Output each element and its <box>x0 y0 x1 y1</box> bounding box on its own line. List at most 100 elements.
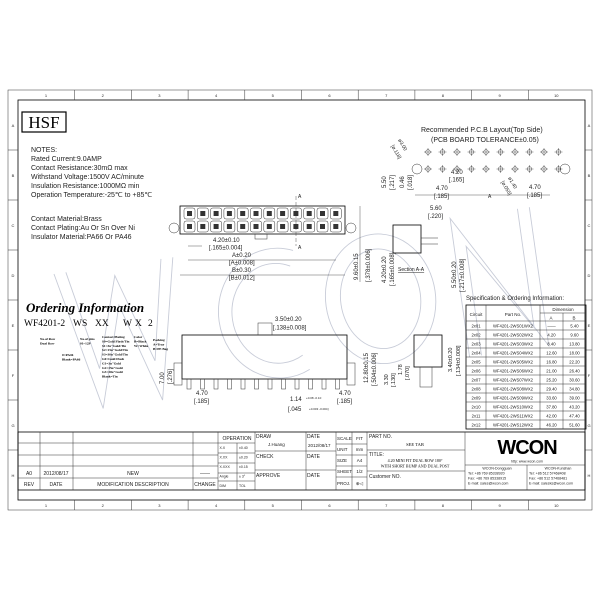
cavity <box>250 220 262 233</box>
terminal <box>240 211 246 216</box>
cavity <box>183 220 196 233</box>
tolerance-value: TOL <box>239 484 246 488</box>
title-line: 4.20 MINI FIT DUAL ROW 180° <box>388 458 443 463</box>
cavity <box>210 207 222 220</box>
code-base: WF4201-2 <box>24 319 65 329</box>
zone-row-label: A <box>12 123 15 128</box>
terminal <box>306 224 312 229</box>
cavity <box>250 207 262 220</box>
office-fax: Fax: +86 769 85338915 <box>468 477 506 481</box>
terminal <box>266 211 272 216</box>
ordering-legend-text: No.of pins <box>80 337 95 341</box>
pcb-dim-offset-in: [.018] <box>408 175 414 190</box>
office-fax: Fax: +86 512 57468481 <box>529 477 567 481</box>
ordering-legend-text: 0=PA46 <box>62 353 74 357</box>
zone-column-label: 2 <box>102 93 105 98</box>
table-cell: WF4201-2WS03WX2 <box>493 341 534 346</box>
header-a: A <box>549 316 552 321</box>
zone-column-label: 10 <box>554 503 559 508</box>
rev-date: 2012/08/17 <box>43 471 68 477</box>
pcb-dim-hole-small: ø1.40 <box>506 176 518 190</box>
zone-column-label: 7 <box>385 503 388 508</box>
sheet-label: SHEET <box>337 469 352 474</box>
rev-value: A0 <box>26 471 32 477</box>
table-cell: 2x07 <box>471 377 481 382</box>
ordering-legend-text: Color <box>134 335 143 339</box>
scale-value: FIT <box>356 436 363 441</box>
ordering-legend-text: S1=3u"Gold/Tin <box>102 344 126 348</box>
note-line: Insulation Resistance:1000MΩ min <box>31 183 139 190</box>
ordering-legend-text: B=PE Bag <box>153 347 168 351</box>
zone-row-label: D <box>588 273 591 278</box>
zone-row-label: C <box>588 223 591 228</box>
table-cell: 43.20 <box>569 404 580 409</box>
table-cell: WF4201-2WS11WX2 <box>493 413 533 418</box>
dim-a: A±0.20 <box>232 253 252 259</box>
draw-date-label: DATE <box>307 434 321 440</box>
spec-table-heading: Specification & Ordering Information: <box>466 296 564 302</box>
zone-row-label: E <box>588 323 591 328</box>
table-cell: 21.00 <box>546 368 557 373</box>
table-cell: 37.80 <box>546 404 557 409</box>
tolerance-label: X.XX <box>220 456 229 460</box>
office-email: E-mail: salesks@wcon.com <box>529 482 573 486</box>
front-dim-left-h: 7.00 <box>160 372 166 384</box>
ordering-legend-text: S3=30u"Gold/Tin <box>102 353 128 357</box>
ordering-legend-text: G3=30u"Gold <box>102 370 123 374</box>
zone-column-label: 9 <box>498 503 501 508</box>
title-label: TITLE: <box>369 452 384 458</box>
front-dim-peg: 3.50±0.20 <box>275 317 302 323</box>
side-view: 3.30 [.130] 1.78 [.070] 3.40±0.20 [.134±… <box>384 334 462 388</box>
table-cell: 2x01 <box>471 323 481 328</box>
cavity <box>197 207 209 220</box>
terminal <box>280 224 286 229</box>
cavity <box>183 207 196 220</box>
customer-no-label: Customer NO. <box>369 474 401 480</box>
cavity <box>316 207 329 220</box>
table-cell: WF4201-2WS10WX2 <box>493 404 534 409</box>
table-cell: 12.60 <box>546 350 557 355</box>
note-line: Contact Resistance:30mΩ max <box>31 165 128 172</box>
ordering-legend-text: No.of Row <box>40 337 56 341</box>
table-cell: 26.40 <box>569 368 580 373</box>
front-dim-edge-left: 4.70 <box>196 391 208 397</box>
ordering-heading: Ordering Information <box>26 300 144 315</box>
terminal <box>200 211 206 216</box>
pcb-post-hole-left <box>411 163 423 175</box>
dim-b-in: [B±0.012] <box>229 276 255 282</box>
pin <box>281 378 286 390</box>
terminal <box>226 211 232 216</box>
office-tel: Tel: +86 512 57468408 <box>529 472 566 476</box>
table-cell: WF4201-2WS02WX2 <box>493 332 534 337</box>
table-cell: 51.60 <box>569 422 580 427</box>
section-dim-left-in: [.165±0.008] <box>390 252 396 286</box>
cavity <box>276 220 289 233</box>
note-line: Operation Temperature:-25℃ to +85℃ <box>31 192 152 199</box>
table-cell: 16.80 <box>546 359 557 364</box>
ordering-legend-text: Blank=Tin <box>102 375 118 379</box>
terminal <box>266 224 272 229</box>
table-cell: 18.00 <box>569 350 580 355</box>
header-description: MODIFICATION DESCRIPTION <box>97 482 169 488</box>
front-dim-edge-right-in: [.185] <box>337 399 352 405</box>
title-line: WITH SHORT BUMP AND DUAL POST <box>381 464 450 469</box>
pin <box>200 378 205 390</box>
tolerance-label: DIM <box>220 484 227 488</box>
table-cell: 2x12 <box>471 422 481 427</box>
zone-column-label: 5 <box>272 93 275 98</box>
pcb-dim-span: A <box>488 194 492 200</box>
part-no-value: SEE TAB <box>406 442 424 447</box>
wcon-logo: WCON <box>497 437 557 459</box>
terminal <box>240 224 246 229</box>
code-plating: X <box>135 319 142 329</box>
pin <box>294 378 300 390</box>
zone-row-label: A <box>588 123 591 128</box>
dim-pitch: 4.20±0.10 <box>213 238 240 244</box>
zone-column-label: 7 <box>385 93 388 98</box>
cavity <box>263 207 276 220</box>
